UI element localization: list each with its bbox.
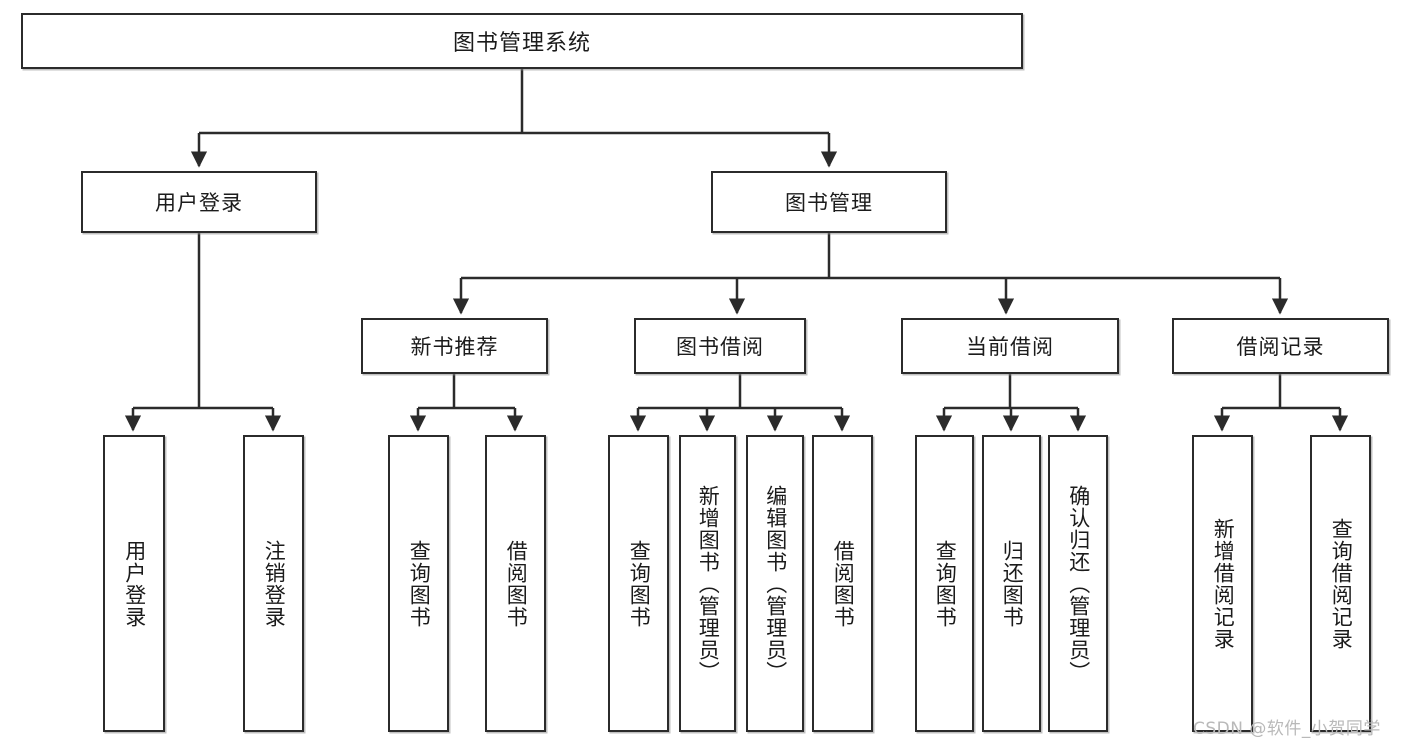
node-leaf-query-borrow-record[interactable]: 查询借阅记录 [1310,435,1371,732]
node-leaf-add-book-admin-label: 新增图书（管理员） [696,484,721,683]
node-leaf-user-login[interactable]: 用户登录 [103,435,165,732]
node-leaf-logout-label: 注销登录 [262,539,287,628]
node-current-borrow-label: 当前借阅 [966,335,1054,359]
node-leaf-user-login-label: 用户登录 [122,539,147,628]
node-leaf-borrow-book-recommend-label: 借阅图书 [504,539,529,628]
node-leaf-query-book-borrow-label: 查询图书 [627,539,652,628]
node-leaf-borrow-book-recommend[interactable]: 借阅图书 [485,435,546,732]
node-leaf-query-book-current[interactable]: 查询图书 [915,435,974,732]
node-root-label: 图书管理系统 [452,31,591,56]
node-leaf-add-book-admin[interactable]: 新增图书（管理员） [679,435,736,732]
node-new-book-recommend[interactable]: 新书推荐 [361,318,548,374]
node-leaf-add-borrow-record[interactable]: 新增借阅记录 [1192,435,1253,732]
node-leaf-confirm-return-admin-label: 确认归还（管理员） [1066,484,1091,683]
node-user-login[interactable]: 用户登录 [81,171,317,233]
node-leaf-return-book[interactable]: 归还图书 [982,435,1041,732]
csdn-watermark: CSDN @软件_小贺同学 [1193,719,1381,739]
node-leaf-logout[interactable]: 注销登录 [243,435,304,732]
node-leaf-query-book-current-label: 查询图书 [933,539,958,628]
node-leaf-query-borrow-record-label: 查询借阅记录 [1329,517,1354,650]
node-leaf-edit-book-admin-label: 编辑图书（管理员） [763,484,788,683]
node-book-borrow-label: 图书借阅 [676,335,764,359]
node-borrow-records-label: 借阅记录 [1236,335,1325,359]
node-leaf-edit-book-admin[interactable]: 编辑图书（管理员） [746,435,804,732]
node-leaf-add-borrow-record-label: 新增借阅记录 [1211,517,1236,650]
node-leaf-query-book-borrow[interactable]: 查询图书 [608,435,669,732]
node-new-book-recommend-label: 新书推荐 [410,335,499,359]
node-borrow-records[interactable]: 借阅记录 [1172,318,1389,374]
node-leaf-borrow-book[interactable]: 借阅图书 [812,435,873,732]
node-book-borrow[interactable]: 图书借阅 [634,318,806,374]
node-book-management[interactable]: 图书管理 [711,171,947,233]
node-user-login-label: 用户登录 [155,191,243,215]
node-leaf-query-book-recommend-label: 查询图书 [407,539,432,628]
node-leaf-return-book-label: 归还图书 [1000,539,1025,628]
node-current-borrow[interactable]: 当前借阅 [901,318,1119,374]
node-book-management-label: 图书管理 [785,191,873,215]
node-leaf-confirm-return-admin[interactable]: 确认归还（管理员） [1048,435,1108,732]
node-leaf-query-book-recommend[interactable]: 查询图书 [388,435,449,732]
node-root[interactable]: 图书管理系统 [21,13,1023,69]
node-leaf-borrow-book-label: 借阅图书 [831,539,856,628]
